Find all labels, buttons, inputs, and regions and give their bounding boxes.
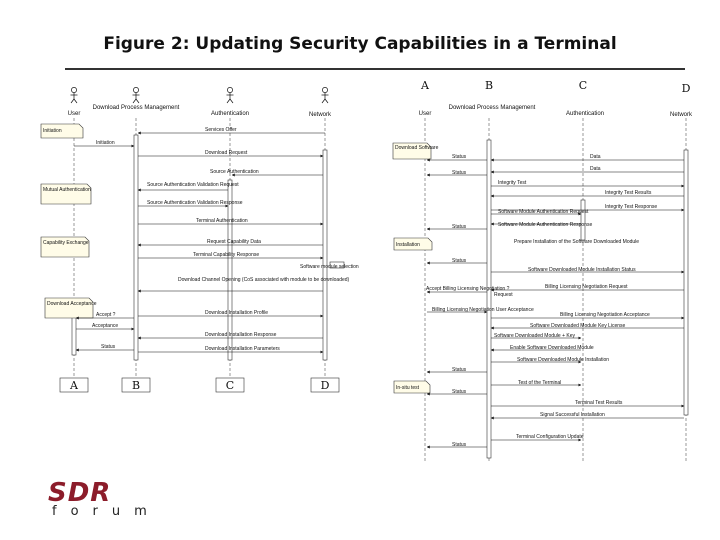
activation-network [322, 149, 328, 361]
msg-r-billing-user-accept-label: Billing Licensing Negotiation User Accep… [432, 307, 534, 313]
letter-c: C [226, 379, 234, 392]
letter-b: B [132, 379, 140, 392]
letter-box-d [310, 377, 340, 393]
msg-r-status-1-label: Status [452, 154, 467, 160]
msg-r-integrity-label: Integrity Test [498, 180, 527, 186]
actor-user-label: User [68, 111, 81, 117]
logo-subtitle: forum [52, 504, 161, 519]
msg-r-data-1-label: Data [590, 154, 601, 160]
msg-install-response-label: Download Installation Response [205, 332, 277, 338]
right-actor-auth: Authentication [566, 111, 604, 117]
note-insitu-test [393, 380, 431, 394]
msg-r-billing-request-label: Billing Licensing Negotiation Request [545, 284, 628, 290]
msg-r-integrity-results-label: Integrity Test Results [605, 190, 652, 196]
note-initiation [40, 123, 84, 139]
msg-r-status-5-label: Status [452, 367, 467, 373]
actor-download-figure [132, 87, 140, 104]
letter-d: D [321, 379, 330, 392]
note-installation [393, 237, 433, 251]
right-actor-download: Download Process Management [449, 105, 536, 111]
msg-r-integrity-response-label: Integrity Test Response [605, 204, 657, 210]
msg-r-enable-label: Enable Software Downloaded Module [510, 345, 594, 351]
note-download-software [392, 142, 432, 160]
note-download-acceptance [44, 297, 94, 319]
right-actor-network: Network [670, 112, 693, 118]
note-download-acceptance-text: Download Acceptance [47, 301, 97, 307]
msg-source-auth-validation-resp-label: Source Authentication Validation Respons… [147, 200, 243, 206]
msg-r-module-installation-label: Software Downloaded Module Installation [517, 357, 609, 363]
letter-box-c [215, 377, 245, 393]
note-insitu-text: In-situ test [396, 385, 420, 391]
actor-auth-figure [226, 87, 234, 104]
note-capability [40, 236, 90, 258]
msg-r-prepare-installation-label: Prepare Installation of the Software Dow… [514, 239, 639, 245]
msg-install-parameters-label: Download Installation Parameters [205, 346, 280, 352]
msg-r-status-7-label: Status [452, 442, 467, 448]
note-initiation-text: Initiation [43, 128, 62, 134]
msg-source-auth-label: Source Authentication [210, 169, 259, 175]
actor-auth-label: Authentication [211, 111, 249, 117]
column-c: C [579, 79, 587, 92]
msg-r-test-terminal-label: Test of the Terminal [518, 380, 561, 386]
msg-channel-opening-label: Download Channel Opening (CoS associated… [178, 277, 350, 283]
msg-r-module-key-label: Software Downloaded Module + Key [494, 333, 576, 339]
note-mutual-auth [40, 183, 92, 205]
msg-r-data-2-label: Data [590, 166, 601, 172]
msg-acceptance-label: Acceptance [92, 323, 118, 329]
activation-download [133, 134, 139, 361]
msg-initiation-label: Initiation [96, 140, 115, 146]
msg-r-status-6-label: Status [452, 389, 467, 395]
msg-r-accept-billing-label: Accept Billing Licensing Negotiation ? [426, 286, 510, 292]
msg-services-offer-label: Services Offer [205, 127, 237, 133]
letter-a: A [69, 379, 79, 392]
msg-request-capability-label: Request Capability Data [207, 239, 261, 245]
msg-terminal-auth-label: Terminal Authentication [196, 218, 248, 224]
actor-download-label: Download Process Management [93, 105, 180, 111]
msg-r-status-4-label: Status [452, 258, 467, 264]
actor-user-figure [70, 87, 78, 104]
msg-r-test-results-label: Terminal Test Results [575, 400, 623, 406]
slide-title: Figure 2: Updating Security Capabilities… [103, 34, 617, 54]
left-sequence-diagram: User Download Process Management Authent… [40, 87, 359, 393]
msg-status-left-label: Status [101, 344, 116, 350]
msg-source-auth-validation-req-label: Source Authentication Validation Request [147, 182, 239, 188]
letter-box-a [59, 377, 89, 393]
msg-r-status-2-label: Status [452, 170, 467, 176]
activation-auth [227, 179, 233, 361]
msg-r-config-update-label: Terminal Configuration Update [516, 434, 584, 440]
actor-network-label: Network [309, 112, 332, 118]
note-installation-text: Installation [396, 242, 420, 248]
right-sequence-diagram: A B C D User Download Process Management… [392, 79, 693, 462]
note-capability-text: Capability Exchange [43, 240, 89, 246]
msg-r-installation-status-label: Software Downloaded Module Installation … [528, 267, 636, 273]
software-selection-label: Software module selection [300, 264, 359, 270]
sdr-forum-logo: SDR forum [48, 478, 168, 520]
letter-box-b [121, 377, 151, 393]
software-selection-box [329, 261, 345, 269]
msg-r-billing-acceptance-label: Billing Licensing Negotiation Acceptance [560, 312, 650, 318]
note-download-software-text: Download Software [395, 145, 439, 151]
right-activation-download [486, 139, 492, 459]
column-a: A [420, 79, 430, 92]
right-activation-auth [580, 199, 586, 241]
note-mutual-auth-text: Mutual Authentication [43, 187, 91, 193]
msg-accept-label: Accept ? [96, 312, 116, 318]
msg-r-key-license-label: Software Downloaded Module Key License [530, 323, 626, 329]
msg-r-signal-success-label: Signal Successful Installation [540, 412, 605, 418]
right-activation-network [683, 149, 689, 416]
title-underline [65, 68, 685, 70]
logo-mark: SDR [48, 478, 112, 508]
msg-r-status-3-label: Status [452, 224, 467, 230]
msg-r-sma-response-label: Software Module Authentication Response [498, 222, 592, 228]
msg-r-sma-request-label: Software Module Authentication Request [498, 209, 589, 215]
column-d: D [682, 82, 691, 95]
msg-terminal-capability-label: Terminal Capability Response [193, 252, 259, 258]
msg-r-request-label: Request [494, 292, 513, 298]
right-actor-user: User [419, 111, 432, 117]
msg-install-profile-label: Download Installation Profile [205, 310, 268, 316]
column-b: B [485, 79, 493, 92]
actor-network-figure [321, 87, 329, 104]
msg-download-request-label: Download Request [205, 150, 248, 156]
